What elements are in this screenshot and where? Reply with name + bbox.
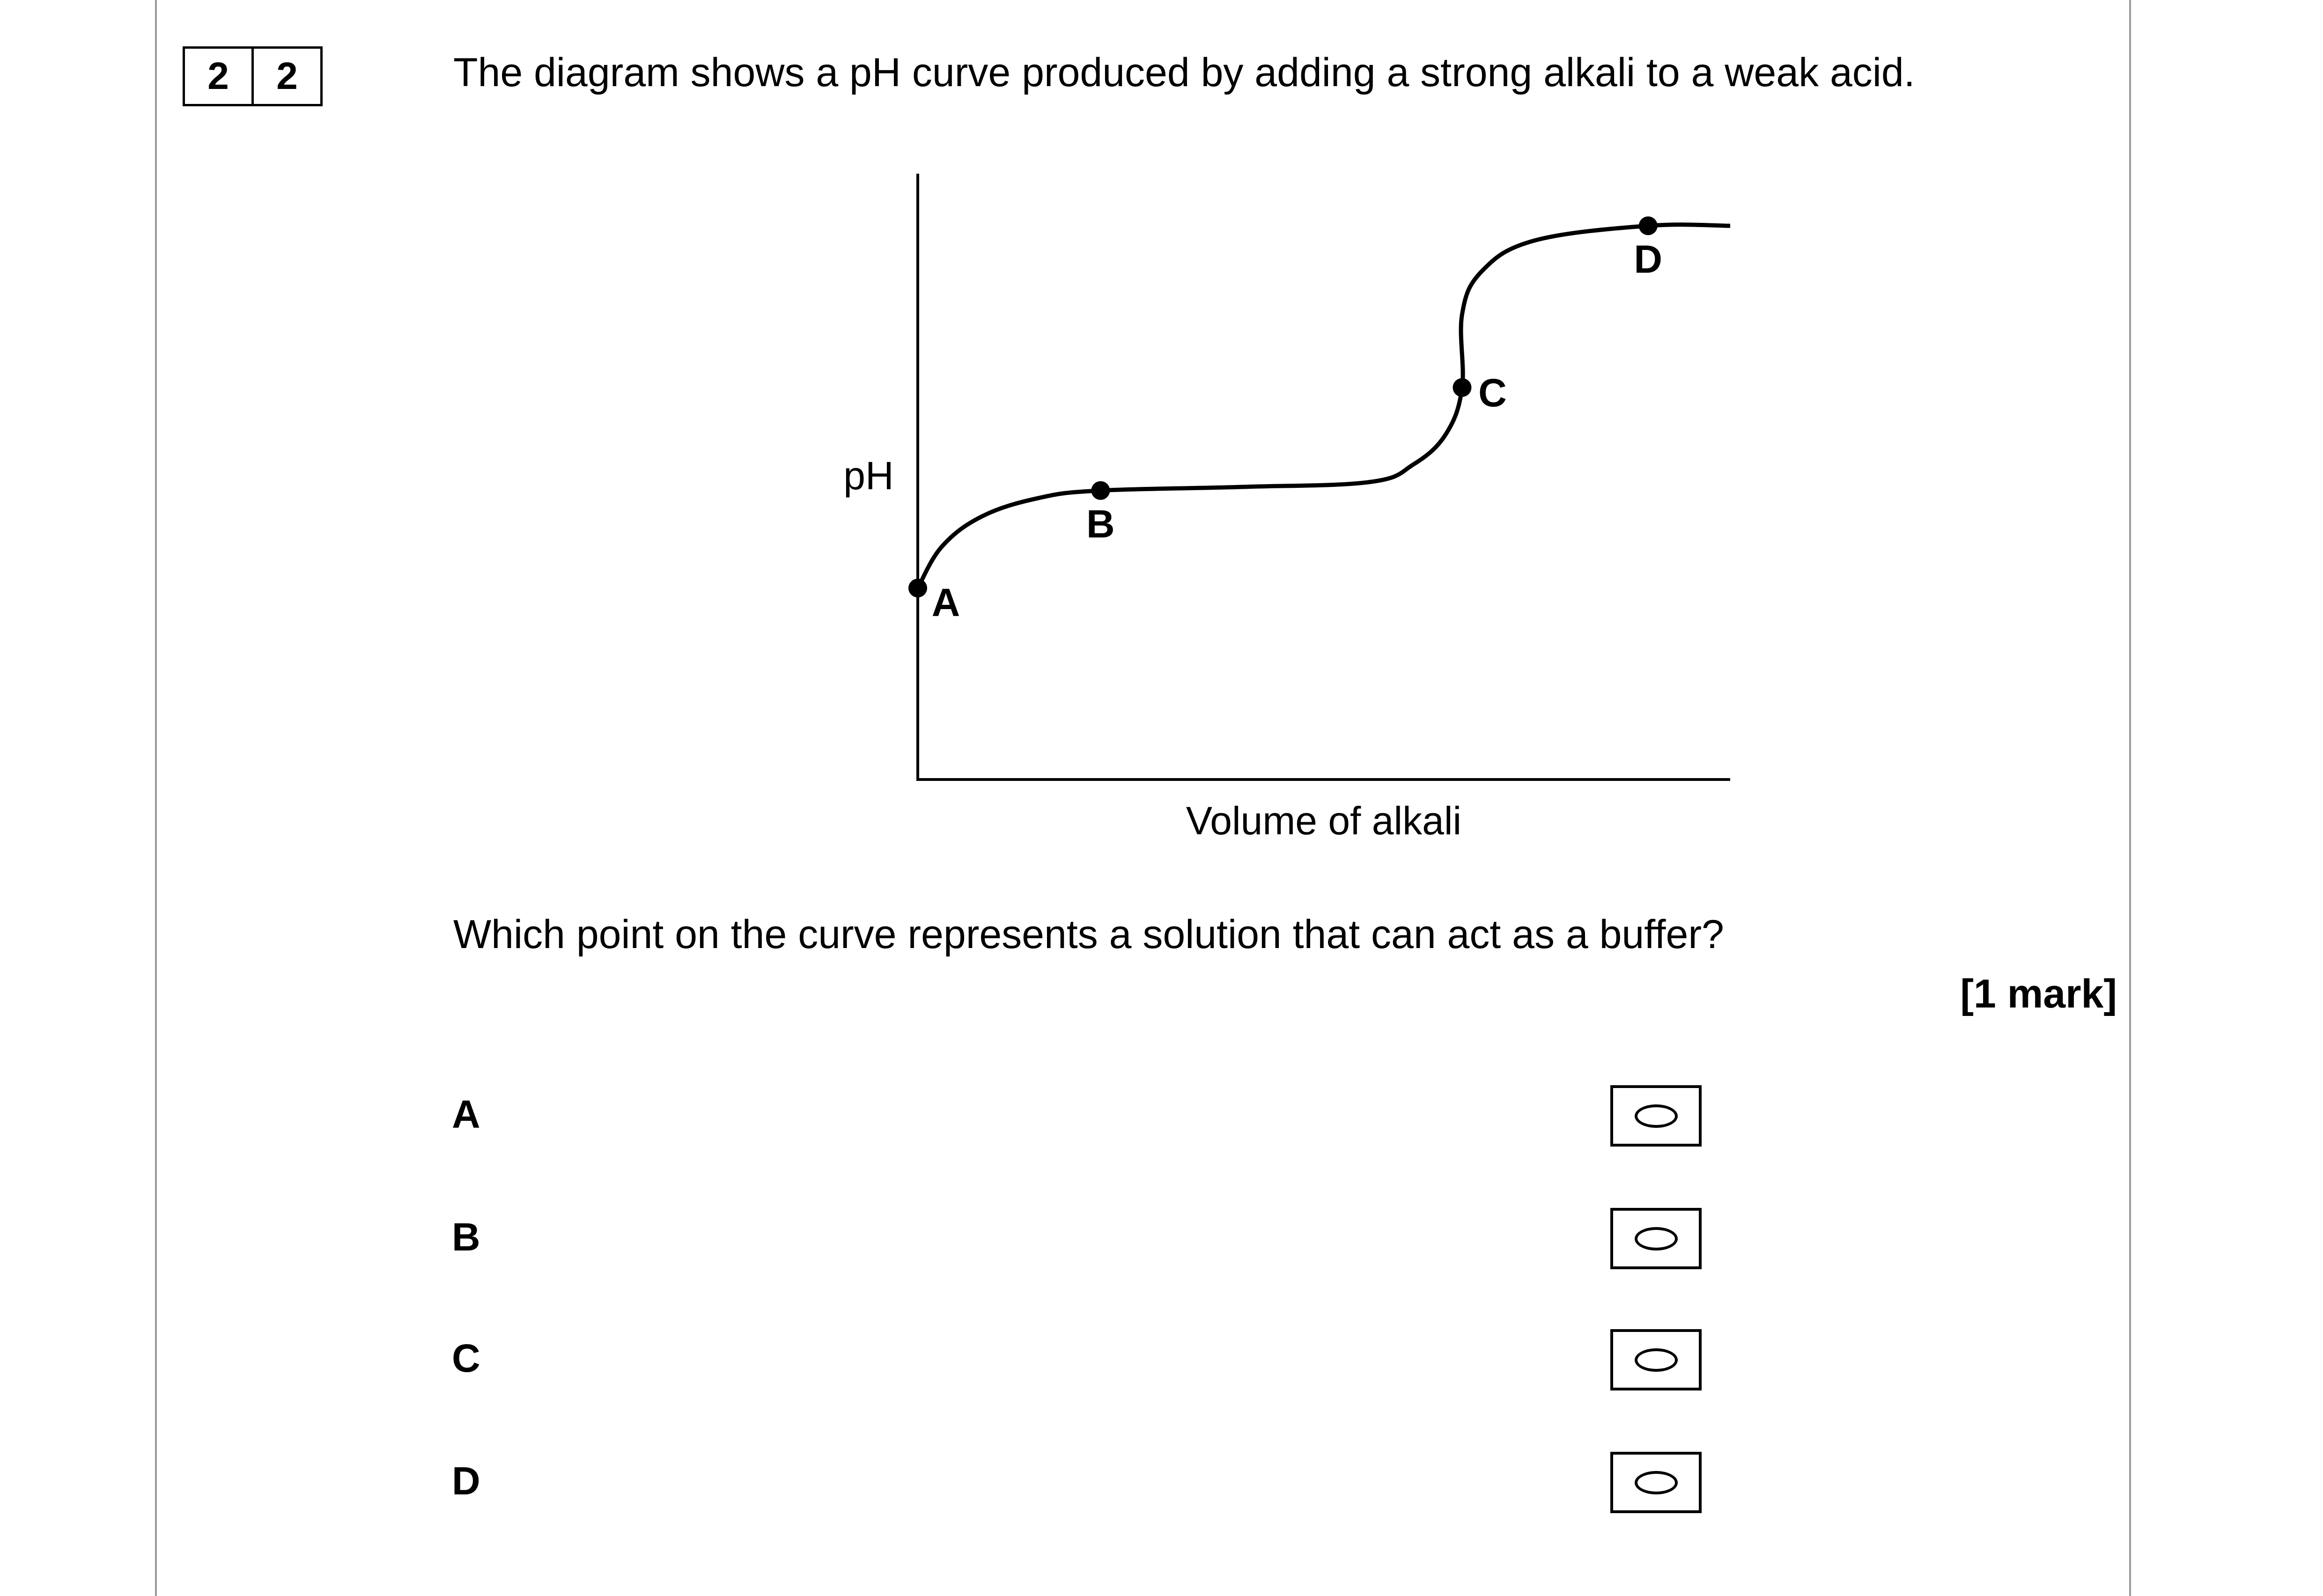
question-intro: The diagram shows a pH curve produced by… xyxy=(453,50,1915,95)
ph-curve-line xyxy=(916,222,1731,589)
data-point-c xyxy=(1453,378,1472,397)
answer-bubble-icon xyxy=(1634,1104,1678,1128)
marks-label: [1 mark] xyxy=(1960,971,2117,1016)
point-label-a: A xyxy=(932,581,960,625)
option-c-label: C xyxy=(452,1336,480,1380)
question-prompt: Which point on the curve represents a so… xyxy=(453,912,1724,957)
data-point-a xyxy=(908,579,927,598)
option-d-label: D xyxy=(452,1459,480,1503)
question-number-digit: 2 xyxy=(251,49,320,104)
answer-bubble-icon xyxy=(1634,1471,1678,1494)
x-axis-label: Volume of alkali xyxy=(1186,799,1461,843)
point-label-b: B xyxy=(1086,502,1115,546)
y-axis-label: pH xyxy=(843,454,893,498)
option-d-answer-box[interactable] xyxy=(1610,1452,1702,1513)
answer-bubble-icon xyxy=(1634,1227,1678,1250)
point-label-c: C xyxy=(1478,371,1507,415)
left-margin-line xyxy=(155,0,157,1596)
option-a-label: A xyxy=(452,1092,480,1136)
option-c-answer-box[interactable] xyxy=(1610,1329,1702,1390)
data-point-b xyxy=(1091,481,1110,500)
option-b-answer-box[interactable] xyxy=(1610,1208,1702,1269)
data-point-d xyxy=(1638,216,1658,235)
question-number-box: 2 2 xyxy=(183,46,323,106)
right-margin-line xyxy=(2129,0,2131,1596)
option-b-label: B xyxy=(452,1215,480,1259)
option-a-answer-box[interactable] xyxy=(1610,1085,1702,1147)
question-number-digit: 2 xyxy=(207,55,229,97)
point-label-d: D xyxy=(1634,237,1662,281)
answer-bubble-icon xyxy=(1634,1348,1678,1372)
